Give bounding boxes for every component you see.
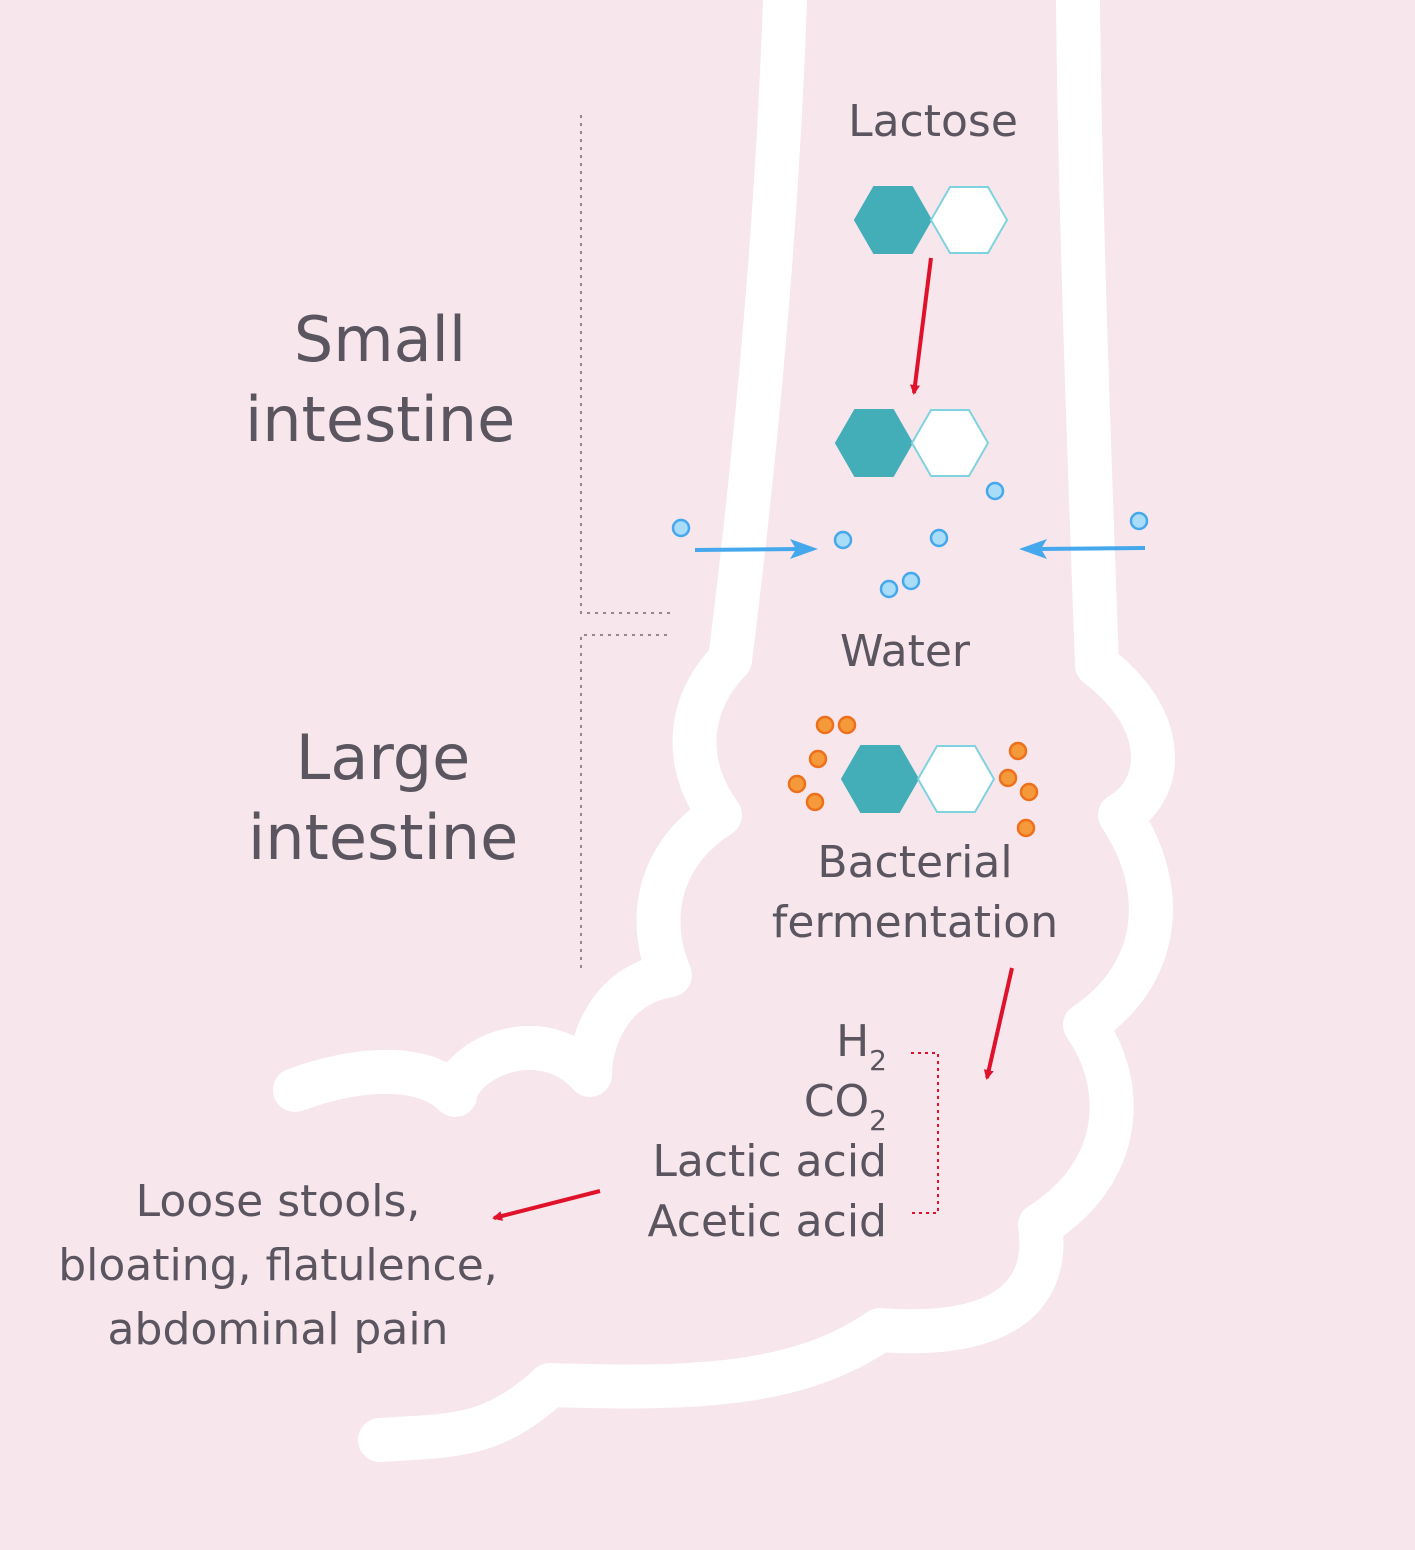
water-arrow-left	[694, 547, 801, 552]
fermented-lactose-molecule	[840, 745, 996, 813]
water-arrow-right	[1036, 546, 1146, 551]
product-lactic-acid: Lactic acid	[652, 1136, 887, 1187]
section-divider	[580, 115, 670, 968]
intestine-right-wall	[358, 0, 1175, 1462]
fermentation-arrow	[983, 967, 1014, 1080]
symptoms-label: Loose stools, bloating, flatulence, abdo…	[58, 1176, 498, 1355]
intestine-wall	[273, 0, 1175, 1462]
lactose-label: Lactose	[848, 96, 1018, 147]
water-inflow-arrows	[694, 539, 1146, 559]
lactose-molecule	[853, 186, 1009, 254]
water-drops	[671, 481, 1149, 599]
bacteria	[787, 715, 1039, 838]
fermentation-products: H2 CO2 Lactic acid Acetic acid	[600, 1014, 887, 1250]
product-co2: CO2	[803, 1076, 887, 1137]
intestine-left-wall	[273, 0, 807, 1117]
water-label: Water	[839, 626, 971, 677]
small-intestine-label: Small intestine	[245, 303, 516, 456]
large-intestine-label: Large intestine	[248, 721, 519, 874]
product-h2: H2	[836, 1016, 887, 1077]
large-intestine-bracket	[580, 634, 670, 968]
small-intestine-bracket	[580, 115, 670, 614]
products-bracket	[911, 1052, 939, 1214]
unabsorbed-lactose-molecule	[834, 409, 990, 477]
digestion-arrow	[910, 257, 933, 395]
product-acetic-acid: Acetic acid	[647, 1196, 887, 1247]
symptoms-arrow	[492, 1189, 601, 1221]
bacterial-fermentation-label: Bacterial fermentation	[771, 837, 1059, 948]
